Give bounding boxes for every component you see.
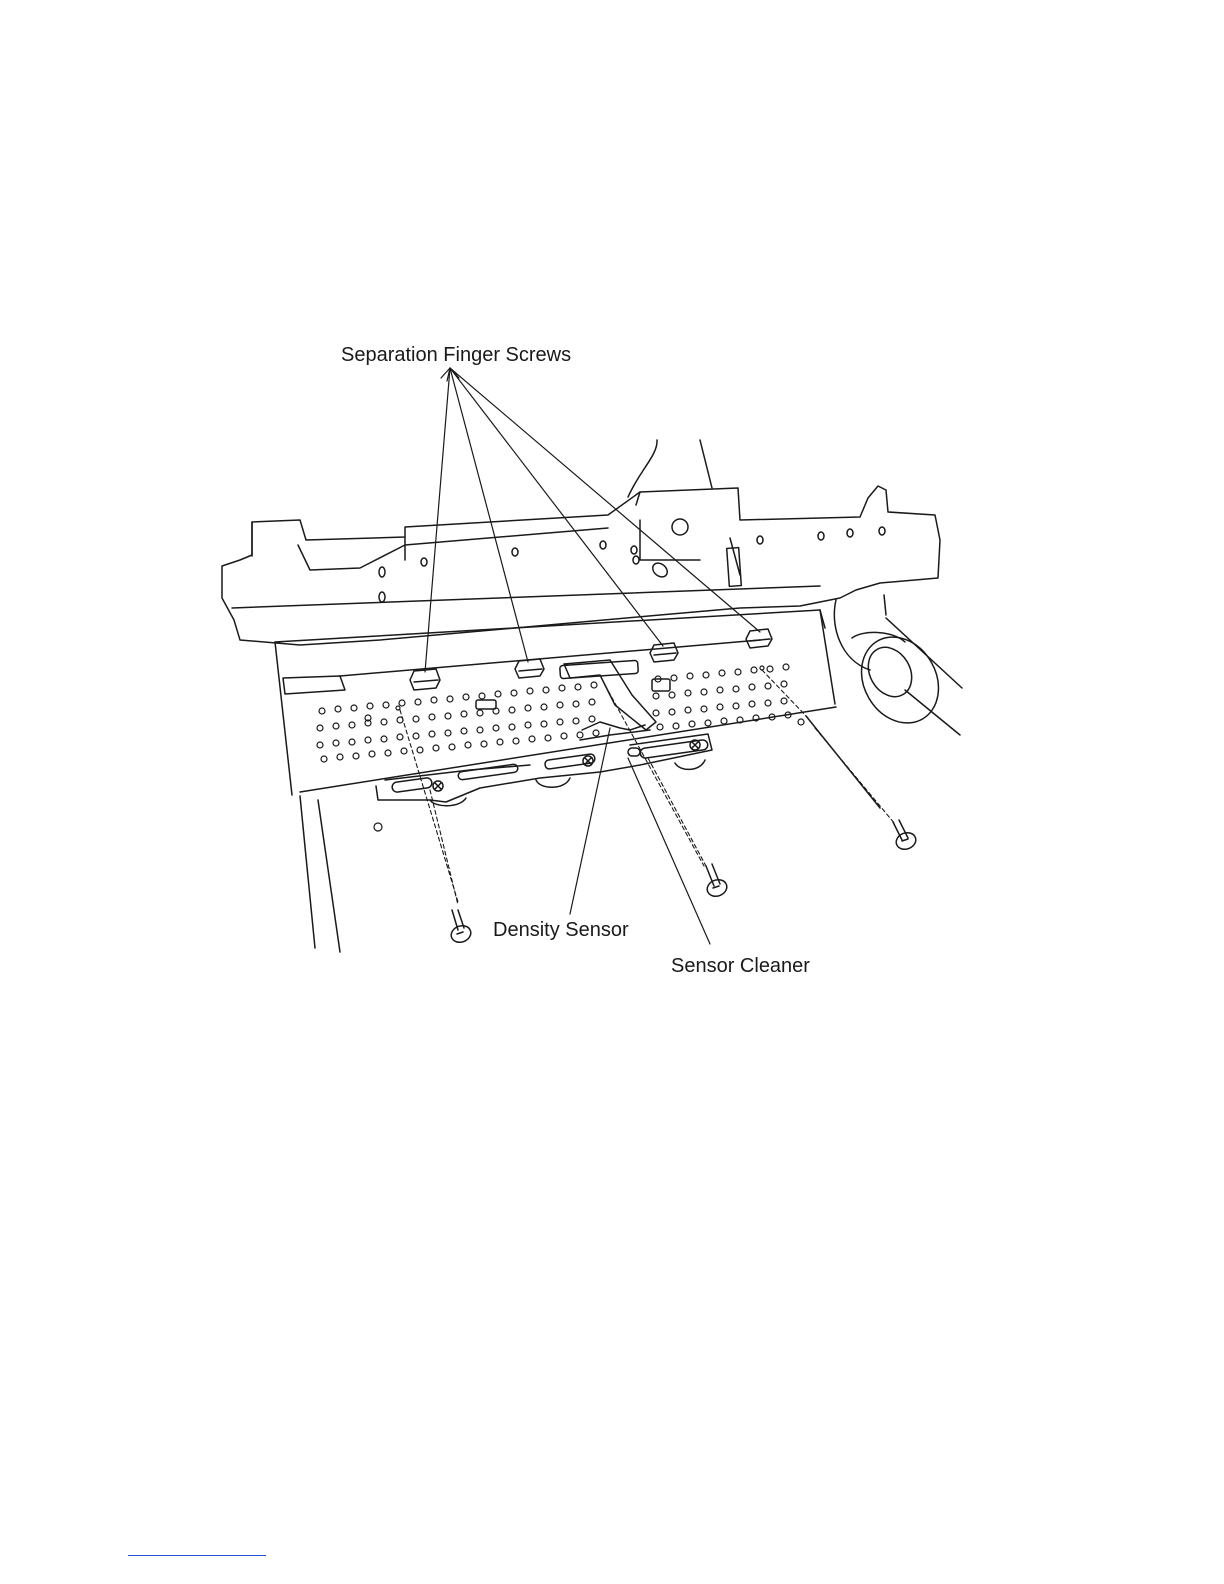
separation-finger-screws-label: Separation Finger Screws xyxy=(341,345,571,365)
screw-left xyxy=(449,910,473,945)
bottom-leaders xyxy=(570,728,710,944)
screw-middle xyxy=(705,864,729,899)
screw-dashed-paths xyxy=(400,670,895,905)
front-plate xyxy=(275,610,836,952)
plate-slots xyxy=(385,660,708,805)
separation-finger-leaders xyxy=(425,368,760,672)
screws xyxy=(449,716,918,945)
footer-link-underline[interactable] xyxy=(128,1555,266,1556)
right-roller-shaft xyxy=(834,595,962,737)
density-sensor-label: Density Sensor xyxy=(493,920,629,940)
frame-holes xyxy=(379,519,885,602)
upper-frame xyxy=(222,440,940,645)
screw-right xyxy=(893,820,918,852)
sensor-cleaner-label: Sensor Cleaner xyxy=(671,956,810,976)
separation-fingers xyxy=(410,629,772,690)
perforation-holes xyxy=(317,664,804,831)
